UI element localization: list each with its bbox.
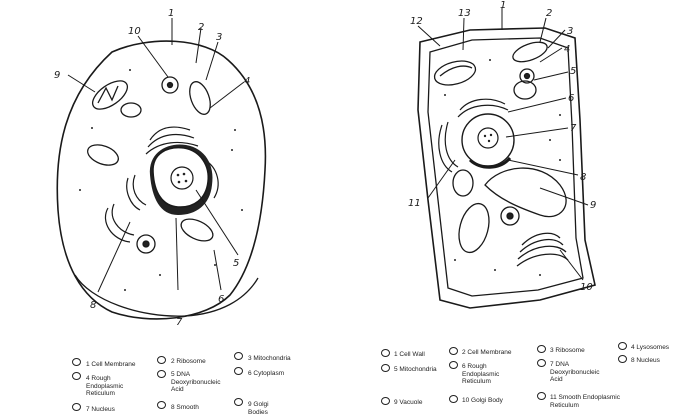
plant-endoplasmic-reticulum xyxy=(438,98,509,173)
animal-callout: 4 xyxy=(244,76,250,87)
answer-circle[interactable] xyxy=(72,403,81,411)
animal-key-item: 4 Rough Endoplasmic Reticulum xyxy=(86,375,124,397)
animal-callout: 1 xyxy=(168,8,174,19)
animal-mitochondria xyxy=(87,80,214,242)
plant-callout: 13 xyxy=(458,8,471,19)
plant-callout: 8 xyxy=(580,172,586,183)
plant-key-item: 4 Lysosomes xyxy=(631,344,670,351)
plant-callout: 2 xyxy=(546,8,552,19)
answer-circle[interactable] xyxy=(234,352,243,360)
animal-key-item: 2 Ribosome xyxy=(171,358,206,365)
answer-circle[interactable] xyxy=(537,345,546,353)
animal-callout: 3 xyxy=(216,32,222,43)
animal-callout: 8 xyxy=(90,300,96,311)
plant-callout: 11 xyxy=(408,198,421,209)
answer-circle[interactable] xyxy=(234,398,243,406)
answer-circle[interactable] xyxy=(537,392,546,400)
animal-key-item: 3 Mitochondria xyxy=(248,355,291,362)
answer-circle[interactable] xyxy=(157,401,166,409)
answer-circle[interactable] xyxy=(618,355,627,363)
animal-key-item: 7 Nucleus xyxy=(86,406,115,413)
animal-cell-base xyxy=(74,274,259,317)
plant-cell-membrane xyxy=(427,37,584,297)
answer-circle[interactable] xyxy=(234,367,243,375)
answer-circle[interactable] xyxy=(449,361,458,369)
plant-key-item: 11 Smooth Endoplasmic Reticulum xyxy=(550,394,620,409)
plant-key-item: 8 Nucleus xyxy=(631,357,660,364)
animal-vesicles xyxy=(136,76,179,254)
animal-callout: 9 xyxy=(54,70,60,81)
plant-callout-labels: 1 2 3 4 5 6 7 8 9 10 11 12 13 xyxy=(408,0,596,293)
animal-cell xyxy=(56,18,267,320)
plant-callout: 6 xyxy=(568,93,574,104)
animal-key-item: 9 Golgi Bodies xyxy=(248,401,269,416)
plant-leader-lines xyxy=(417,8,589,281)
animal-callout: 2 xyxy=(198,22,204,33)
plant-callout: 7 xyxy=(570,123,577,134)
animal-cell-membrane xyxy=(56,40,267,320)
plant-cell-wall xyxy=(417,27,596,309)
answer-circle[interactable] xyxy=(537,359,546,367)
plant-key-item: 3 Ribosome xyxy=(550,347,585,354)
plant-key-item: 9 Vacuole xyxy=(394,399,423,406)
answer-circle[interactable] xyxy=(618,342,627,350)
animal-callout-labels: 1 2 3 4 5 6 7 8 9 10 xyxy=(54,8,250,328)
animal-callout: 6 xyxy=(218,294,224,305)
answer-circle[interactable] xyxy=(381,397,390,405)
animal-ribosome-dots xyxy=(79,69,243,291)
animal-leader-lines xyxy=(67,18,245,293)
answer-circle[interactable] xyxy=(381,364,390,372)
plant-cell xyxy=(417,8,596,309)
plant-nucleus xyxy=(461,113,515,169)
plant-callout: 12 xyxy=(410,16,423,27)
answer-circle[interactable] xyxy=(449,347,458,355)
plant-callout: 9 xyxy=(590,200,596,211)
answer-circle[interactable] xyxy=(72,358,81,366)
animal-key-item: 5 DNA Deoxyribonucleic Acid xyxy=(171,371,221,393)
answer-circle[interactable] xyxy=(157,356,166,364)
answer-circle[interactable] xyxy=(381,349,390,357)
plant-ribosome-dots xyxy=(444,59,561,276)
plant-organelles xyxy=(433,41,567,254)
animal-key-item: 6 Cytoplasm xyxy=(248,370,285,377)
animal-key-item: 8 Smooth xyxy=(171,404,199,411)
animal-callout: 5 xyxy=(233,258,239,269)
plant-key-item: 10 Golgi Body xyxy=(462,397,503,404)
plant-vacuole xyxy=(484,167,567,218)
answer-circle[interactable] xyxy=(449,395,458,403)
animal-endoplasmic-reticulum xyxy=(104,126,219,243)
animal-nucleus xyxy=(149,144,213,215)
plant-key-item: 2 Cell Membrane xyxy=(462,349,512,356)
animal-callout: 10 xyxy=(128,26,141,37)
plant-callout: 3 xyxy=(567,26,573,37)
plant-callout: 4 xyxy=(564,44,570,55)
answer-circle[interactable] xyxy=(72,372,81,380)
plant-key-item: 7 DNA Deoxyribonucleic Acid xyxy=(550,361,600,383)
plant-key-item: 6 Rough Endoplasmic Reticulum xyxy=(462,363,500,385)
plant-callout: 10 xyxy=(580,282,593,293)
plant-callout: 5 xyxy=(570,66,576,77)
plant-golgi-body xyxy=(516,232,569,267)
animal-key-item: 1 Cell Membrane xyxy=(86,361,136,368)
plant-key-item: 1 Cell Wall xyxy=(394,351,425,358)
plant-callout: 1 xyxy=(500,0,506,11)
animal-callout: 7 xyxy=(176,317,183,328)
plant-key-item: 5 Mitochondria xyxy=(394,366,437,373)
answer-circle[interactable] xyxy=(157,370,166,378)
